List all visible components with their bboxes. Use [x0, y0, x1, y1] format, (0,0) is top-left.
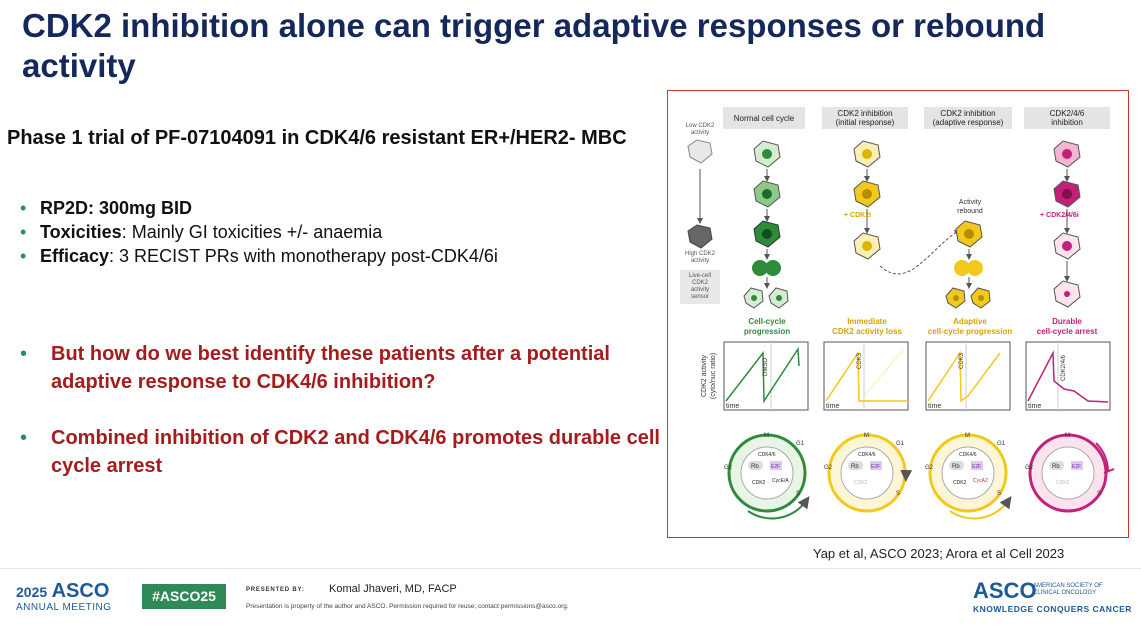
cdk2i-label: + CDK2i	[844, 212, 871, 219]
rb-label: Rb	[952, 464, 960, 470]
col-header-cdk2-adaptive: CDK2 inhibition(adaptive response)	[933, 109, 1004, 127]
activity-trace-normal: DMSO time	[723, 341, 809, 411]
trial-subtitle: Phase 1 trial of PF-07104091 in CDK4/6 r…	[7, 127, 627, 149]
col-header-normal: Normal cell cycle	[734, 114, 795, 123]
g2-phase-label: G2	[925, 465, 934, 471]
cdk2-label: CDK2	[854, 480, 868, 486]
s-phase-label: S	[896, 491, 900, 497]
activity-trace-adaptive: CDK3 time	[925, 341, 1011, 411]
activity-trace-cdk246: CDK2/4/6 time	[1025, 341, 1111, 411]
asco-annual-meeting-logo: 2025 ASCO ANNUAL MEETING	[16, 580, 112, 613]
s-phase-label: S	[1097, 491, 1101, 497]
m-phase-label: M	[864, 433, 869, 439]
cdk46-label: CDK4/6	[858, 452, 876, 458]
cycle-diagram-cdk246: Rb E2F CDK2 M G2 S	[1025, 433, 1115, 513]
cdk2-activity-axis-label: CDK2 activity(cyto/nuc ratio)	[701, 353, 717, 399]
slide-title: CDK2 inhibition alone can trigger adapti…	[22, 7, 1046, 84]
g2-phase-label: G2	[724, 465, 733, 471]
cdk2-label: CDK2	[953, 480, 967, 486]
bullet-rp2d: RP2D: 300mg BID	[18, 196, 658, 220]
e2f-label: E2F	[871, 464, 880, 470]
rb-label: Rb	[1052, 464, 1060, 470]
cyce-label: CycE/A	[772, 478, 789, 484]
m-phase-label: M	[764, 433, 769, 439]
red-bullet-question: But how do we best identify these patien…	[18, 340, 668, 396]
presented-by-label: PRESENTED BY:	[246, 587, 305, 593]
time-label: time	[826, 403, 839, 410]
time-label: time	[1028, 403, 1041, 410]
cdk2-figure: Normal cell cycle CDK2 inhibition(initia…	[667, 90, 1129, 538]
cyca2-label: CycA2	[973, 478, 988, 484]
red-bullet-combined: Combined inhibition of CDK2 and CDK4/6 p…	[18, 424, 668, 480]
cdk246-cells: + CDK2/4/6i	[1040, 140, 1081, 308]
cycle-diagram-initial: Rb E2F CDK4/6 CDK2 M G1 G2 S	[824, 433, 913, 513]
cdk46-label: CDK4/6	[959, 452, 977, 458]
hashtag-badge: #ASCO25	[142, 584, 226, 609]
drug-label-dmso: DMSO	[763, 358, 769, 376]
presenter-name: Komal Jhaveri, MD, FACP	[329, 583, 457, 595]
g1-phase-label: G1	[896, 441, 905, 447]
drug-label-cdk3-a: CDK3	[857, 352, 863, 369]
citation: Yap et al, ASCO 2023; Arora et al Cell 2…	[813, 546, 1065, 561]
bullet-efficacy: Efficacy: 3 RECIST PRs with monotherapy …	[18, 244, 658, 268]
s-phase-label: S	[997, 491, 1001, 497]
g1-phase-label: G1	[796, 441, 805, 447]
cycle-diagram-adaptive: Rb E2F CDK4/6 CDK2 CycA2 M G1 G2 S	[925, 433, 1012, 520]
g2-phase-label: G2	[824, 465, 833, 471]
e2f-label: E2F	[1072, 464, 1081, 470]
footer-divider	[0, 568, 1141, 569]
trial-bullets: RP2D: 300mg BID Toxicities: Mainly GI to…	[18, 196, 658, 268]
cdk2-label: CDK2	[1056, 480, 1070, 486]
e2f-label: E2F	[771, 464, 780, 470]
cdk2-label: CDK2	[752, 480, 766, 486]
rb-label: Rb	[851, 464, 859, 470]
col-header-cdk2-initial: CDK2 inhibition(initial response)	[836, 109, 895, 127]
s-phase-label: S	[796, 491, 800, 497]
activity-trace-initial: CDK3 time	[823, 341, 909, 411]
normal-cycle-cells	[743, 140, 789, 309]
g2-phase-label: G2	[1025, 465, 1034, 471]
bullet-toxicities: Toxicities: Mainly GI toxicities +/- ana…	[18, 220, 658, 244]
cdk46-label: CDK4/6	[758, 452, 776, 458]
m-phase-label: M	[965, 433, 970, 439]
drug-label-cdk246: CDK2/4/6	[1061, 354, 1067, 381]
time-label: time	[928, 403, 941, 410]
drug-label-cdk3-b: CDK3	[959, 352, 965, 369]
key-question-bullets: But how do we best identify these patien…	[18, 340, 668, 508]
g1-phase-label: G1	[997, 441, 1006, 447]
cycle-diagram-normal: Rb E2F CDK4/6 CDK2 CycE/A M G1 G2 S	[724, 433, 810, 520]
property-notice: Presentation is property of the author a…	[246, 603, 569, 610]
cdk246i-label: + CDK2/4/6i	[1040, 212, 1079, 219]
m-phase-label: M	[1065, 433, 1070, 439]
cdk2-initial-cells: + CDK2i	[844, 140, 961, 275]
time-label: time	[726, 403, 739, 410]
e2f-label: E2F	[972, 464, 981, 470]
rb-label: Rb	[751, 464, 759, 470]
